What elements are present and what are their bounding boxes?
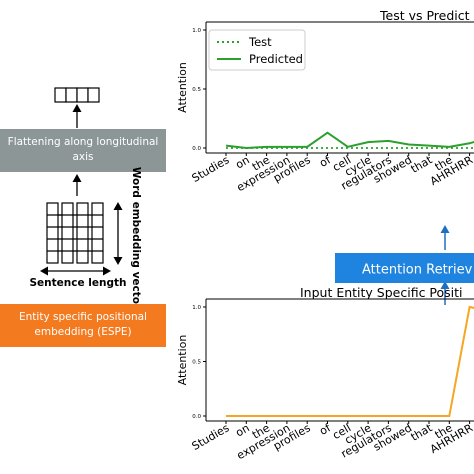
legend-label: Test [248,35,272,49]
y-tick-label: 0.0 [192,146,201,152]
sentence-length-arrow [40,266,111,276]
retrieval-label: Attention Retriev [362,263,473,278]
arrow-to-flatten [72,174,82,196]
espe-label: Entity specific positional embedding (ES… [19,311,147,338]
y-tick-label: 1.0 [192,305,201,311]
y-tick-label: 0.5 [192,360,201,366]
legend-label: Predicted [249,52,303,66]
y-tick-label: 1.0 [192,28,201,34]
y-axis-label: Attention [176,335,189,386]
chart-title: Test vs Predict [379,8,470,23]
series-line [225,131,474,150]
x-tick-label: that [409,421,435,444]
chart-title: Input Entity Specific Positi [300,285,463,300]
word-embedding-arrow [113,202,123,265]
x-tick-label: Studies [190,153,232,185]
x-tick-label: on [233,153,251,171]
retrieval-box [335,253,474,283]
espe-box [0,304,166,347]
word-embedding-label: Word embedding vector [130,167,142,310]
y-tick-label: 0.5 [192,87,201,93]
x-tick-label: Studies [190,421,232,453]
x-tick-label: on [233,421,251,439]
retrieval-arrows [440,225,450,305]
flatten-box [0,129,166,172]
y-tick-label: 0.0 [192,414,201,420]
x-tick-label: that [409,153,435,176]
series-line [226,305,474,417]
y-axis-label: Attention [176,62,189,113]
flatten-label: Flattening along longitudinal axis [7,136,159,163]
embedding-matrix [46,202,104,264]
sentence-length-label: Sentence length [30,277,127,289]
arrow-to-vector [72,104,82,128]
output-vector [54,87,100,103]
